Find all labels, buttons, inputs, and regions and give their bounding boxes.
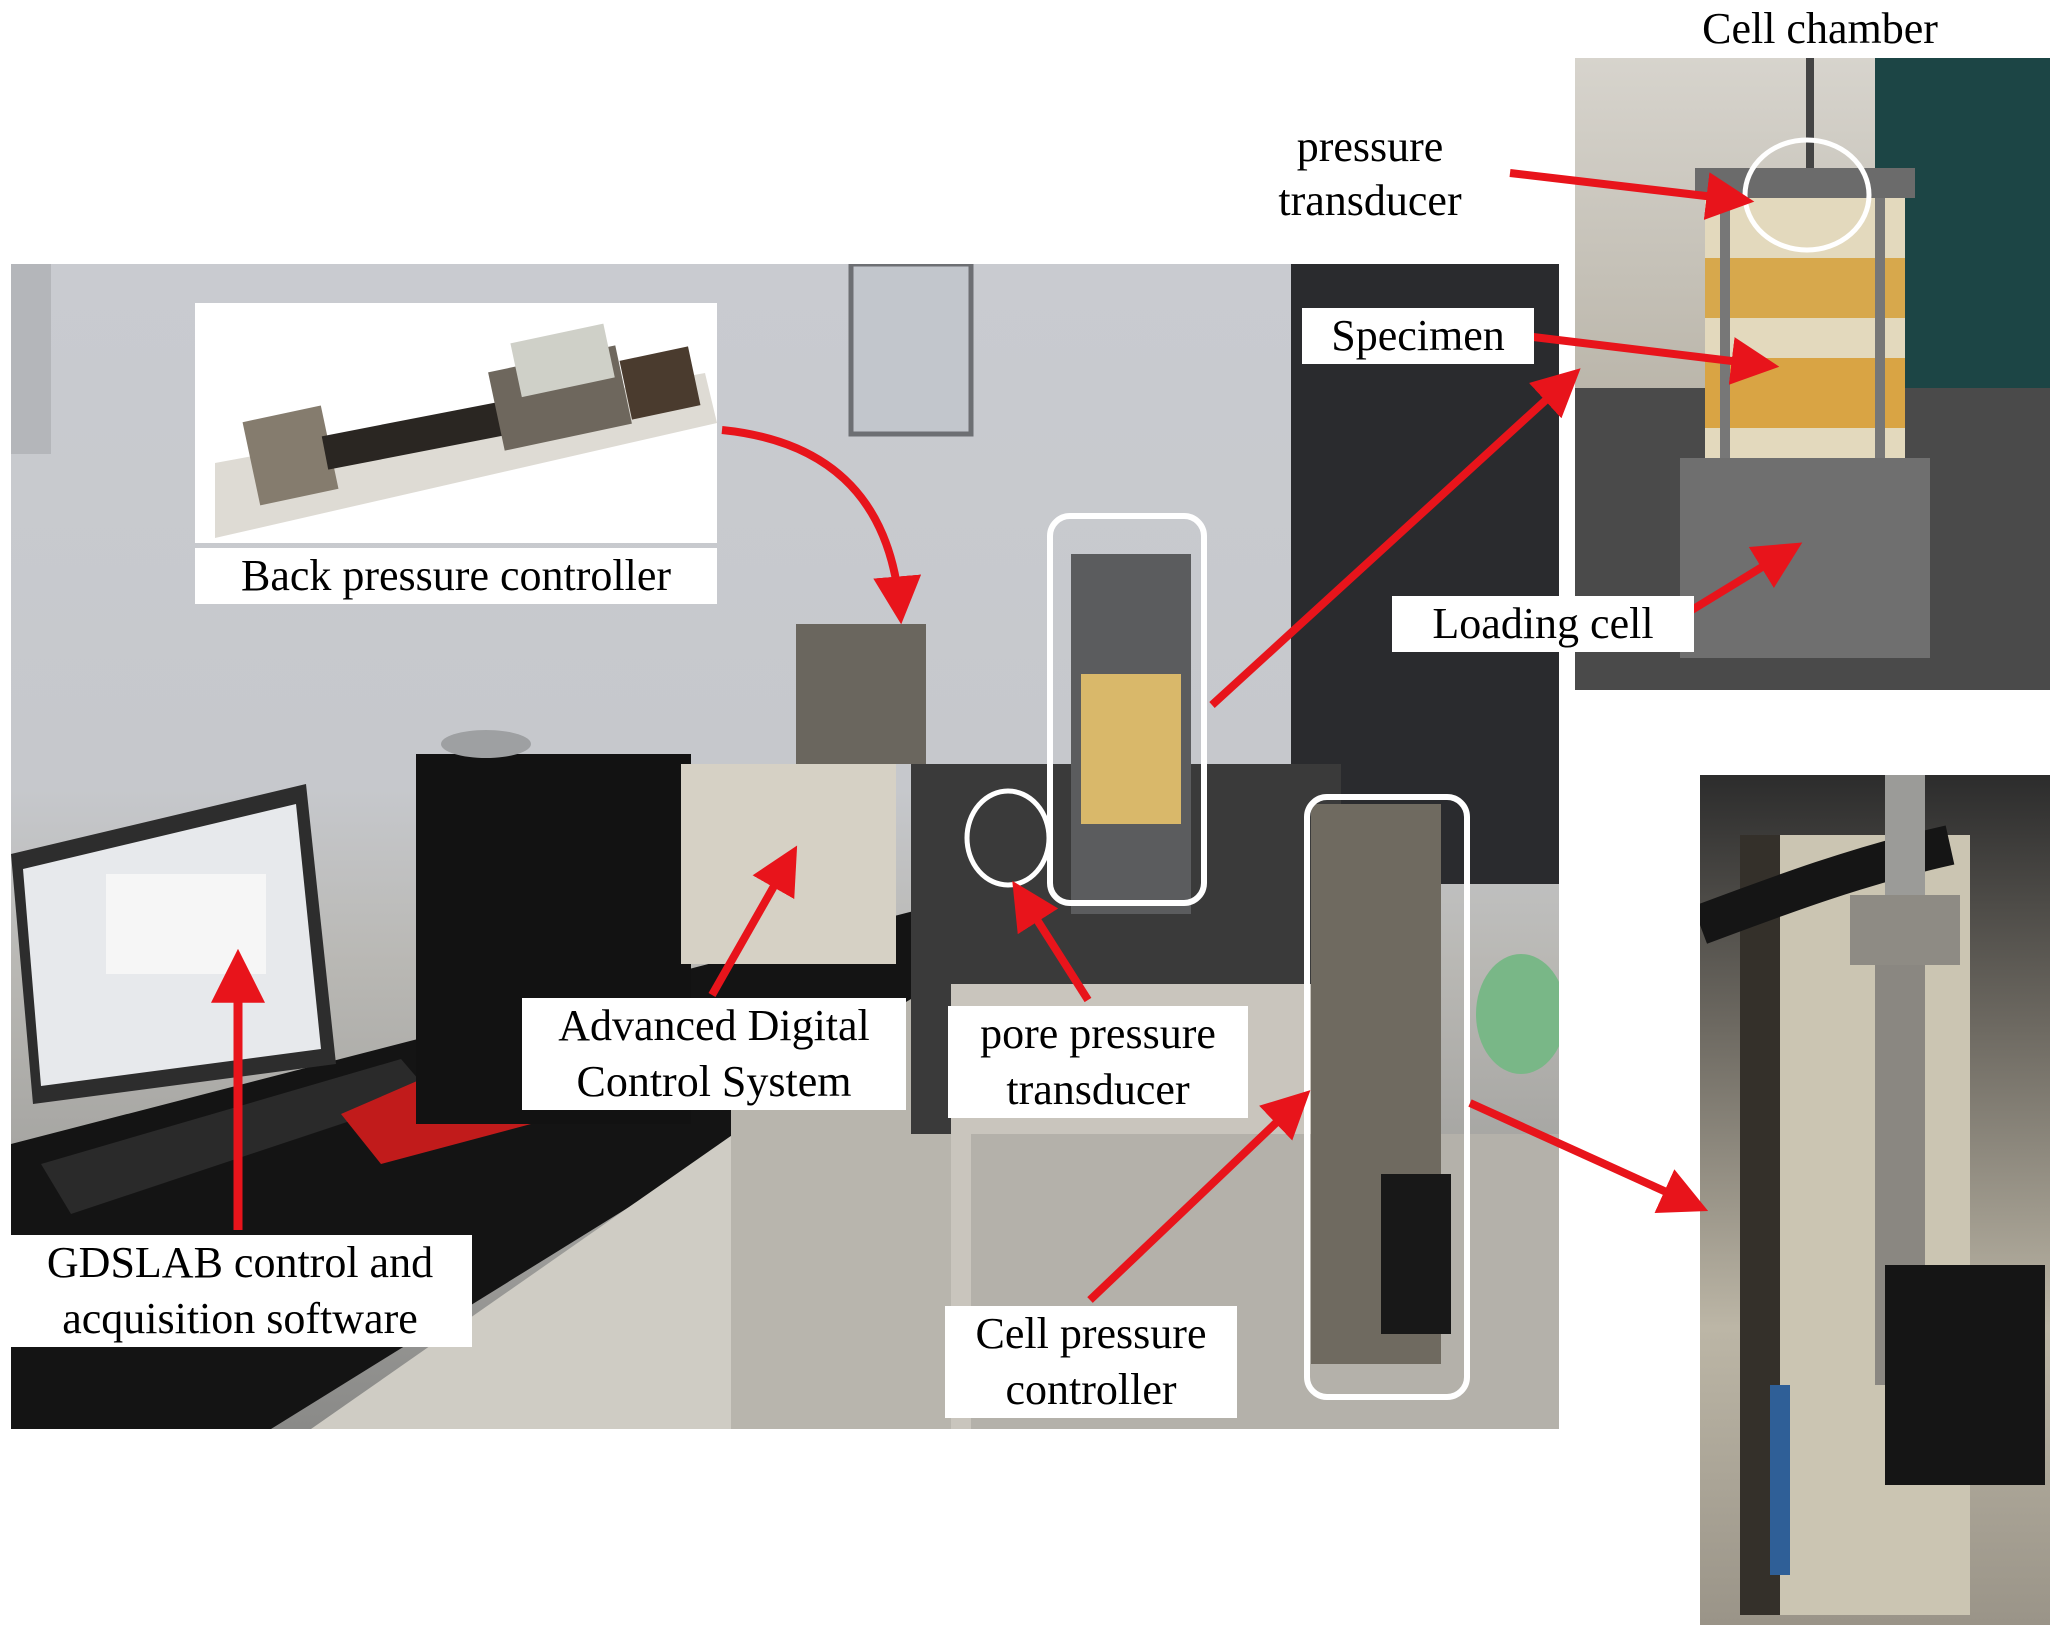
digital-control-system-label: Advanced Digital Control System	[522, 998, 906, 1110]
pore-pressure-transducer-label-line2: transducer	[1006, 1065, 1190, 1114]
cell-chamber-label: Cell chamber	[1702, 4, 1938, 53]
cell-pressure-controller-photo	[1700, 775, 2050, 1625]
digital-control-system-label-line1: Advanced Digital	[558, 1001, 870, 1050]
gdslab-software-label-line2: acquisition software	[62, 1294, 418, 1343]
cell-pressure-controller-illustration	[1700, 775, 2045, 1615]
pressure-transducer-label-line2: transducer	[1278, 176, 1462, 225]
pressure-transducer-label-line1: pressure	[1296, 122, 1444, 171]
specimen-label: Specimen	[1302, 308, 1534, 364]
pore-pressure-transducer-label-line1: pore pressure	[980, 1009, 1216, 1058]
cell-chamber-illustration	[1575, 58, 2050, 690]
gdslab-software-label-line1: GDSLAB control and	[46, 1238, 434, 1287]
pressure-transducer-label: pressure transducer	[1245, 120, 1495, 228]
pore-pressure-transducer-label: pore pressure transducer	[948, 1006, 1248, 1118]
digital-control-system-label-line2: Control System	[576, 1057, 852, 1106]
back-pressure-controller-illustration	[215, 323, 717, 538]
back-pressure-controller-label: Back pressure controller	[195, 548, 717, 604]
loading-cell-label: Loading cell	[1392, 596, 1694, 652]
cell-pressure-controller-label: Cell pressure controller	[945, 1306, 1237, 1418]
back-pressure-controller-inset	[195, 303, 717, 543]
cell-pressure-controller-label-line2: controller	[1005, 1365, 1177, 1414]
cell-pressure-controller-label-line1: Cell pressure	[975, 1309, 1207, 1358]
gdslab-software-label: GDSLAB control and acquisition software	[8, 1235, 472, 1347]
